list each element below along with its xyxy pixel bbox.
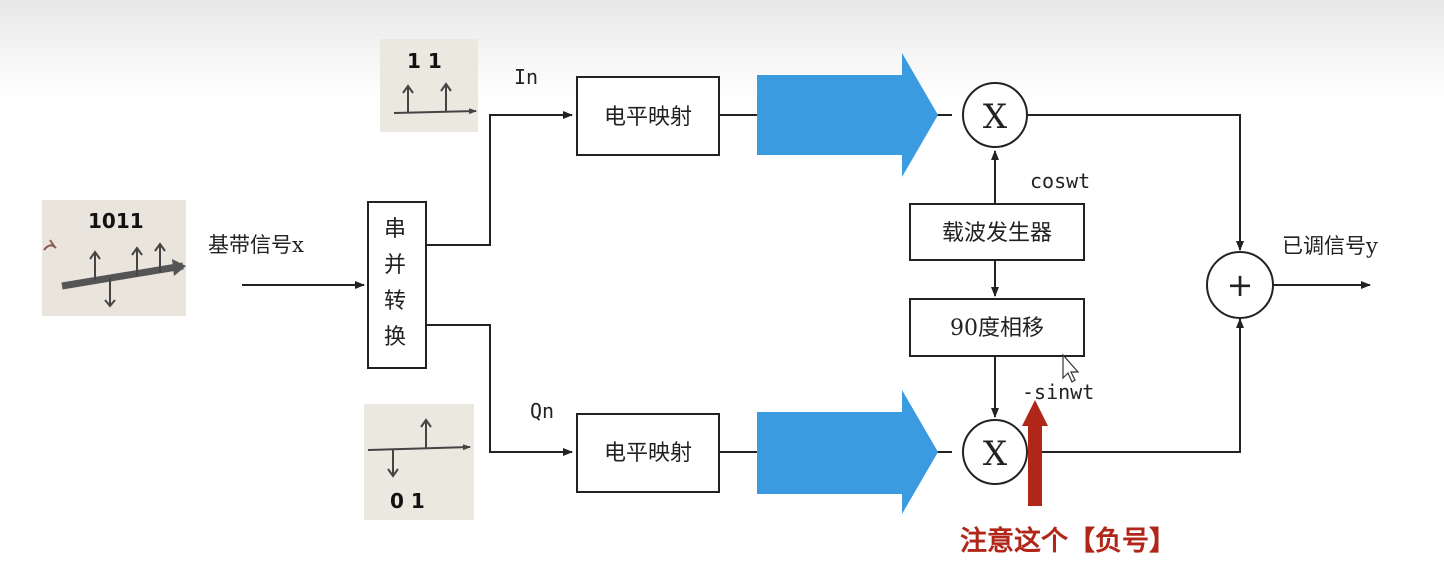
output-signal-label: 已调信号y — [1282, 234, 1378, 258]
sp-char-2: 并 — [384, 253, 406, 278]
qn-bits-text: 0 1 — [390, 489, 425, 513]
phase-shift-label: 90度相移 — [950, 316, 1044, 341]
qn-bits-axis — [367, 444, 471, 451]
carrier-generator-label: 载波发生器 — [942, 221, 1052, 246]
level-map-bottom-label: 电平映射 — [604, 441, 692, 466]
input-signal-label: 基带信号x — [208, 233, 304, 257]
qn-bits-photo — [364, 404, 474, 520]
in-bits-photo — [380, 39, 478, 132]
sp-char-4: 换 — [384, 325, 406, 350]
in-label: In — [514, 65, 538, 89]
in-bits-text: 1 1 — [407, 49, 442, 73]
input-bits-pulses — [89, 242, 166, 308]
qn-bits-pulses — [387, 418, 432, 478]
in-bits-pulses — [402, 82, 452, 112]
note-arrow-shaft — [1028, 424, 1042, 506]
i-branch-line — [426, 111, 573, 246]
sp-char-1: 串 — [384, 217, 406, 242]
in-bits-axis — [393, 108, 477, 115]
carrier-generator-box — [909, 203, 1085, 261]
multiplier-bottom-symbol: X — [983, 434, 1008, 474]
level-map-bottom-box — [576, 413, 720, 493]
serial-parallel-converter-box — [367, 201, 427, 369]
q-branch-line — [426, 324, 573, 456]
qn-label: Qn — [530, 399, 554, 423]
scribble-mark — [43, 239, 57, 251]
sinwt-label: -sinwt — [1022, 380, 1094, 404]
phase-shift-box — [909, 298, 1085, 357]
mouse-cursor-icon — [1062, 353, 1080, 383]
bottom-to-adder-line — [1027, 318, 1244, 453]
sp-char-3: 转 — [384, 289, 406, 314]
wide-arrow-top — [757, 53, 938, 177]
level-map-top-label: 电平映射 — [604, 105, 692, 130]
wide-arrow-bottom — [757, 390, 938, 514]
input-bits-photo — [42, 200, 186, 316]
multiplier-top-symbol: X — [983, 97, 1008, 137]
input-bits-axis-arrow — [172, 259, 186, 276]
input-bits-text: 1011 — [88, 209, 144, 233]
qn-bits-sketch: 0 1 — [364, 404, 474, 520]
top-to-adder-line — [1027, 114, 1244, 251]
input-bits-sketch: 1011 — [42, 200, 186, 316]
coswt-label: coswt — [1030, 169, 1090, 193]
level-map-top-box — [576, 76, 720, 156]
note-arrow-head — [1022, 400, 1048, 426]
negative-sign-note: 注意这个【负号】 — [960, 525, 1176, 557]
adder-symbol: + — [1227, 266, 1254, 304]
input-bits-axis — [61, 262, 184, 290]
in-bits-sketch: 1 1 — [380, 39, 478, 132]
